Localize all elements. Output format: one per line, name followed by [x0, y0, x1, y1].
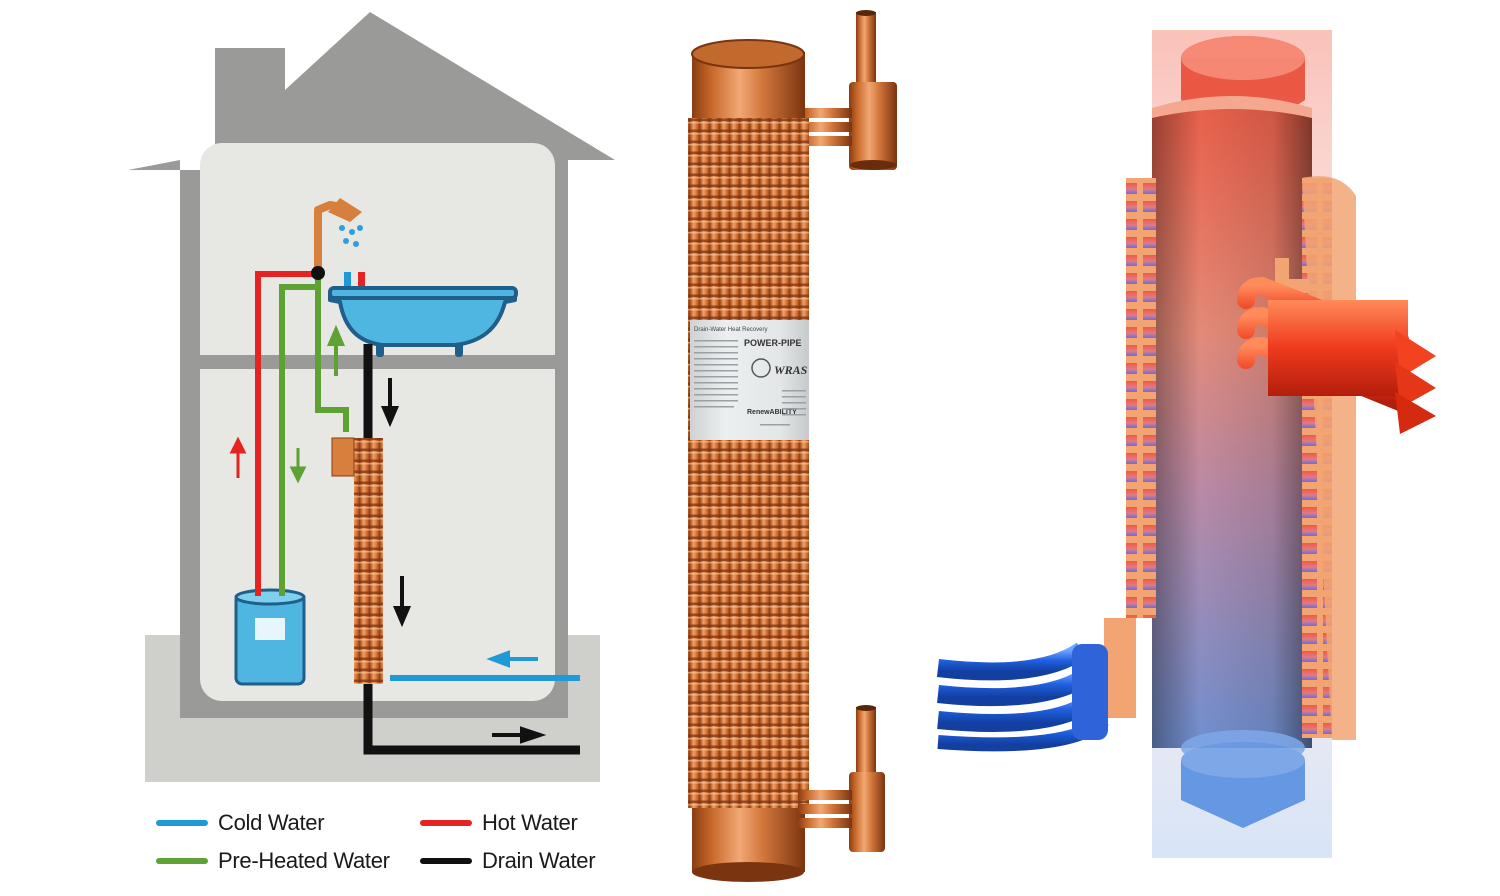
hot-water-pipe — [255, 271, 318, 596]
copper-coil-wraps — [688, 118, 809, 808]
legend-label-drain: Drain Water — [482, 848, 596, 873]
tap-hot — [358, 272, 365, 290]
heat-exchanger-cutaway — [936, 30, 1436, 858]
cold-inflow-tubes — [936, 618, 1136, 752]
tap-cold — [344, 272, 351, 290]
label-wras: WRAS — [774, 363, 808, 377]
hot-outflow-tubes — [1237, 258, 1436, 434]
shower-head-icon — [328, 198, 363, 247]
pipe-junction — [311, 266, 325, 280]
water-heater-tank-icon — [234, 588, 306, 686]
heat-exchanger-coil — [354, 438, 383, 684]
house-diagram — [128, 12, 615, 782]
label-brand: POWER-PIPE — [744, 338, 802, 348]
legend: Cold Water Hot Water Pre-Heated Water Dr… — [150, 808, 650, 888]
bathtub-icon — [328, 286, 518, 357]
floor-divider — [183, 355, 565, 369]
label-line1: Drain-Water Heat Recovery — [694, 327, 767, 333]
product-label: Drain-Water Heat Recovery POWER-PIPE WRA… — [690, 320, 809, 440]
preheated-pipe-from-exchanger — [315, 276, 349, 432]
legend-item-drain-water: Drain Water — [420, 846, 596, 876]
legend-item-preheated-water: Pre-Heated Water — [156, 846, 390, 876]
cold-outflow-indicator — [1181, 730, 1305, 828]
drain-pipe-lower — [363, 684, 580, 755]
left-fin-column — [1126, 178, 1156, 618]
legend-swatch-drain — [420, 858, 472, 864]
legend-label-cold: Cold Water — [218, 810, 325, 835]
legend-label-preheated: Pre-Heated Water — [218, 848, 390, 873]
legend-item-hot-water: Hot Water — [420, 808, 578, 838]
legend-label-hot: Hot Water — [482, 810, 578, 835]
label-maker: RenewABILITY — [747, 409, 797, 416]
legend-swatch-hot — [420, 820, 472, 826]
preheated-pipe-up — [279, 284, 318, 596]
legend-swatch-cold — [156, 820, 208, 826]
legend-swatch-preheated — [156, 858, 208, 864]
copper-heat-exchanger-photo: Drain-Water Heat Recovery POWER-PIPE WRA… — [688, 10, 897, 882]
legend-item-cold-water: Cold Water — [156, 808, 325, 838]
house-interior — [200, 143, 555, 701]
exchanger-outlet — [331, 437, 355, 477]
flow-arrow-icon — [229, 324, 547, 744]
